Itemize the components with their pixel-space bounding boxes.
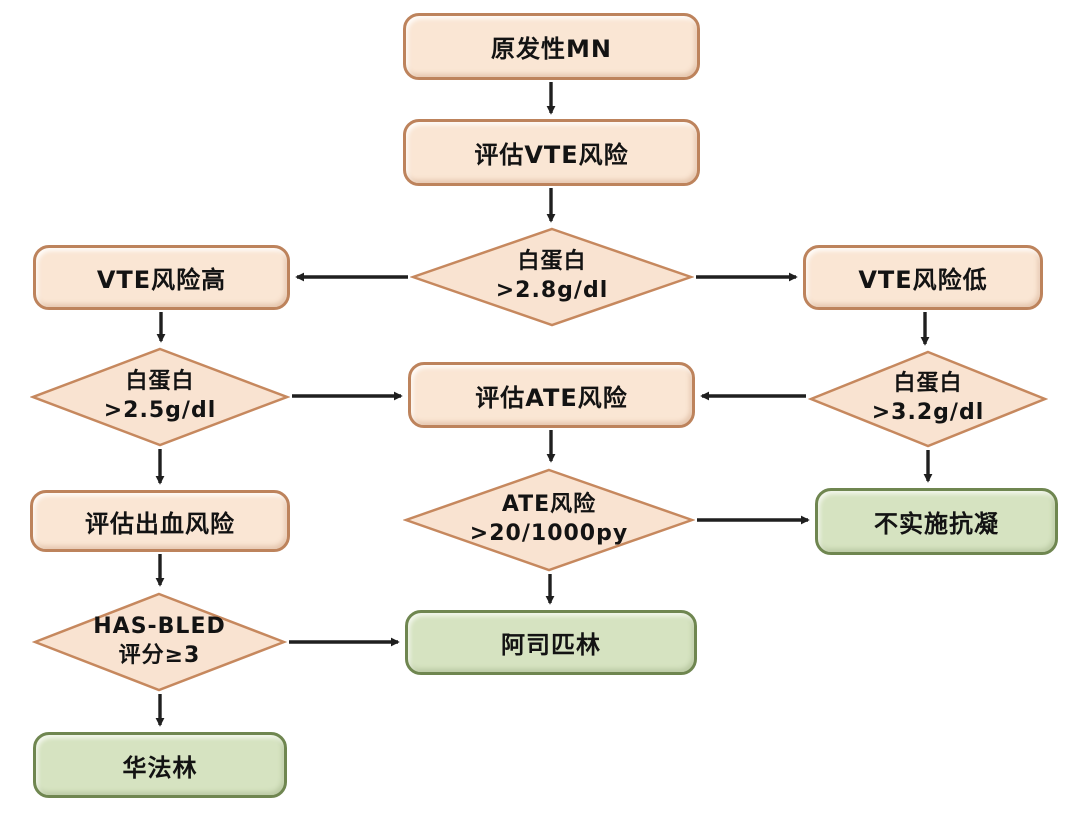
- node-vte-risk-high: VTE风险高: [33, 245, 290, 310]
- node-no-anticoagulation: 不实施抗凝: [815, 488, 1058, 555]
- decision-line2: >2.8g/dl: [495, 278, 609, 303]
- node-vte-risk-low-label: VTE风险低: [858, 266, 988, 294]
- decision-line2: >2.5g/dl: [103, 398, 217, 423]
- decision-has-bled-text: HAS-BLED 评分≥3: [32, 592, 287, 692]
- decision-ate-risk-gt-20-1000py: ATE风险 >20/1000py: [403, 468, 695, 572]
- node-no-anticoagulation-label: 不实施抗凝: [874, 510, 999, 538]
- decision-line1: HAS-BLED: [93, 614, 226, 640]
- node-assess-bleeding-risk: 评估出血风险: [30, 490, 290, 552]
- decision-albumin-gt-2-8: 白蛋白 >2.8g/dl: [410, 227, 694, 327]
- decision-line1: 白蛋白: [893, 371, 963, 397]
- diamond-shape: [410, 227, 694, 327]
- node-assess-ate-risk: 评估ATE风险: [408, 362, 695, 428]
- node-vte-risk-high-label: VTE风险高: [96, 266, 227, 294]
- node-assess-vte-risk-label: 评估VTE风险: [474, 141, 629, 169]
- node-assess-ate-risk-label: 评估ATE风险: [475, 383, 628, 412]
- decision-albumin-gt-2-5: 白蛋白 >2.5g/dl: [30, 347, 290, 447]
- node-warfarin-label: 华法林: [122, 753, 198, 782]
- decision-albumin-gt-2-8-text: 白蛋白 >2.8g/dl: [410, 227, 694, 327]
- node-assess-vte-risk: 评估VTE风险: [403, 119, 700, 186]
- node-primary-mn: 原发性MN: [403, 13, 700, 80]
- decision-line1: 白蛋白: [125, 369, 195, 395]
- decision-albumin-gt-3-2-text: 白蛋白 >3.2g/dl: [808, 350, 1048, 448]
- decision-has-bled-score-ge-3: HAS-BLED 评分≥3: [32, 592, 287, 692]
- decision-line2: >20/1000py: [469, 521, 629, 546]
- decision-albumin-gt-2-5-text: 白蛋白 >2.5g/dl: [30, 347, 290, 447]
- diamond-shape: [32, 592, 287, 692]
- node-primary-mn-label: 原发性MN: [491, 35, 612, 63]
- node-aspirin: 阿司匹林: [405, 610, 697, 675]
- decision-line2: 评分≥3: [118, 643, 201, 668]
- decision-line1: 白蛋白: [517, 249, 587, 275]
- node-vte-risk-low: VTE风险低: [803, 245, 1043, 310]
- diamond-shape: [808, 350, 1048, 448]
- node-warfarin: 华法林: [33, 732, 287, 798]
- decision-albumin-gt-3-2: 白蛋白 >3.2g/dl: [808, 350, 1048, 448]
- decision-line1: ATE风险: [501, 492, 597, 518]
- node-aspirin-label: 阿司匹林: [501, 631, 601, 659]
- diamond-shape: [403, 468, 695, 572]
- diamond-shape: [30, 347, 290, 447]
- decision-line2: >3.2g/dl: [871, 400, 985, 425]
- decision-ate-risk-text: ATE风险 >20/1000py: [403, 468, 695, 572]
- node-assess-bleeding-risk-label: 评估出血风险: [85, 509, 235, 538]
